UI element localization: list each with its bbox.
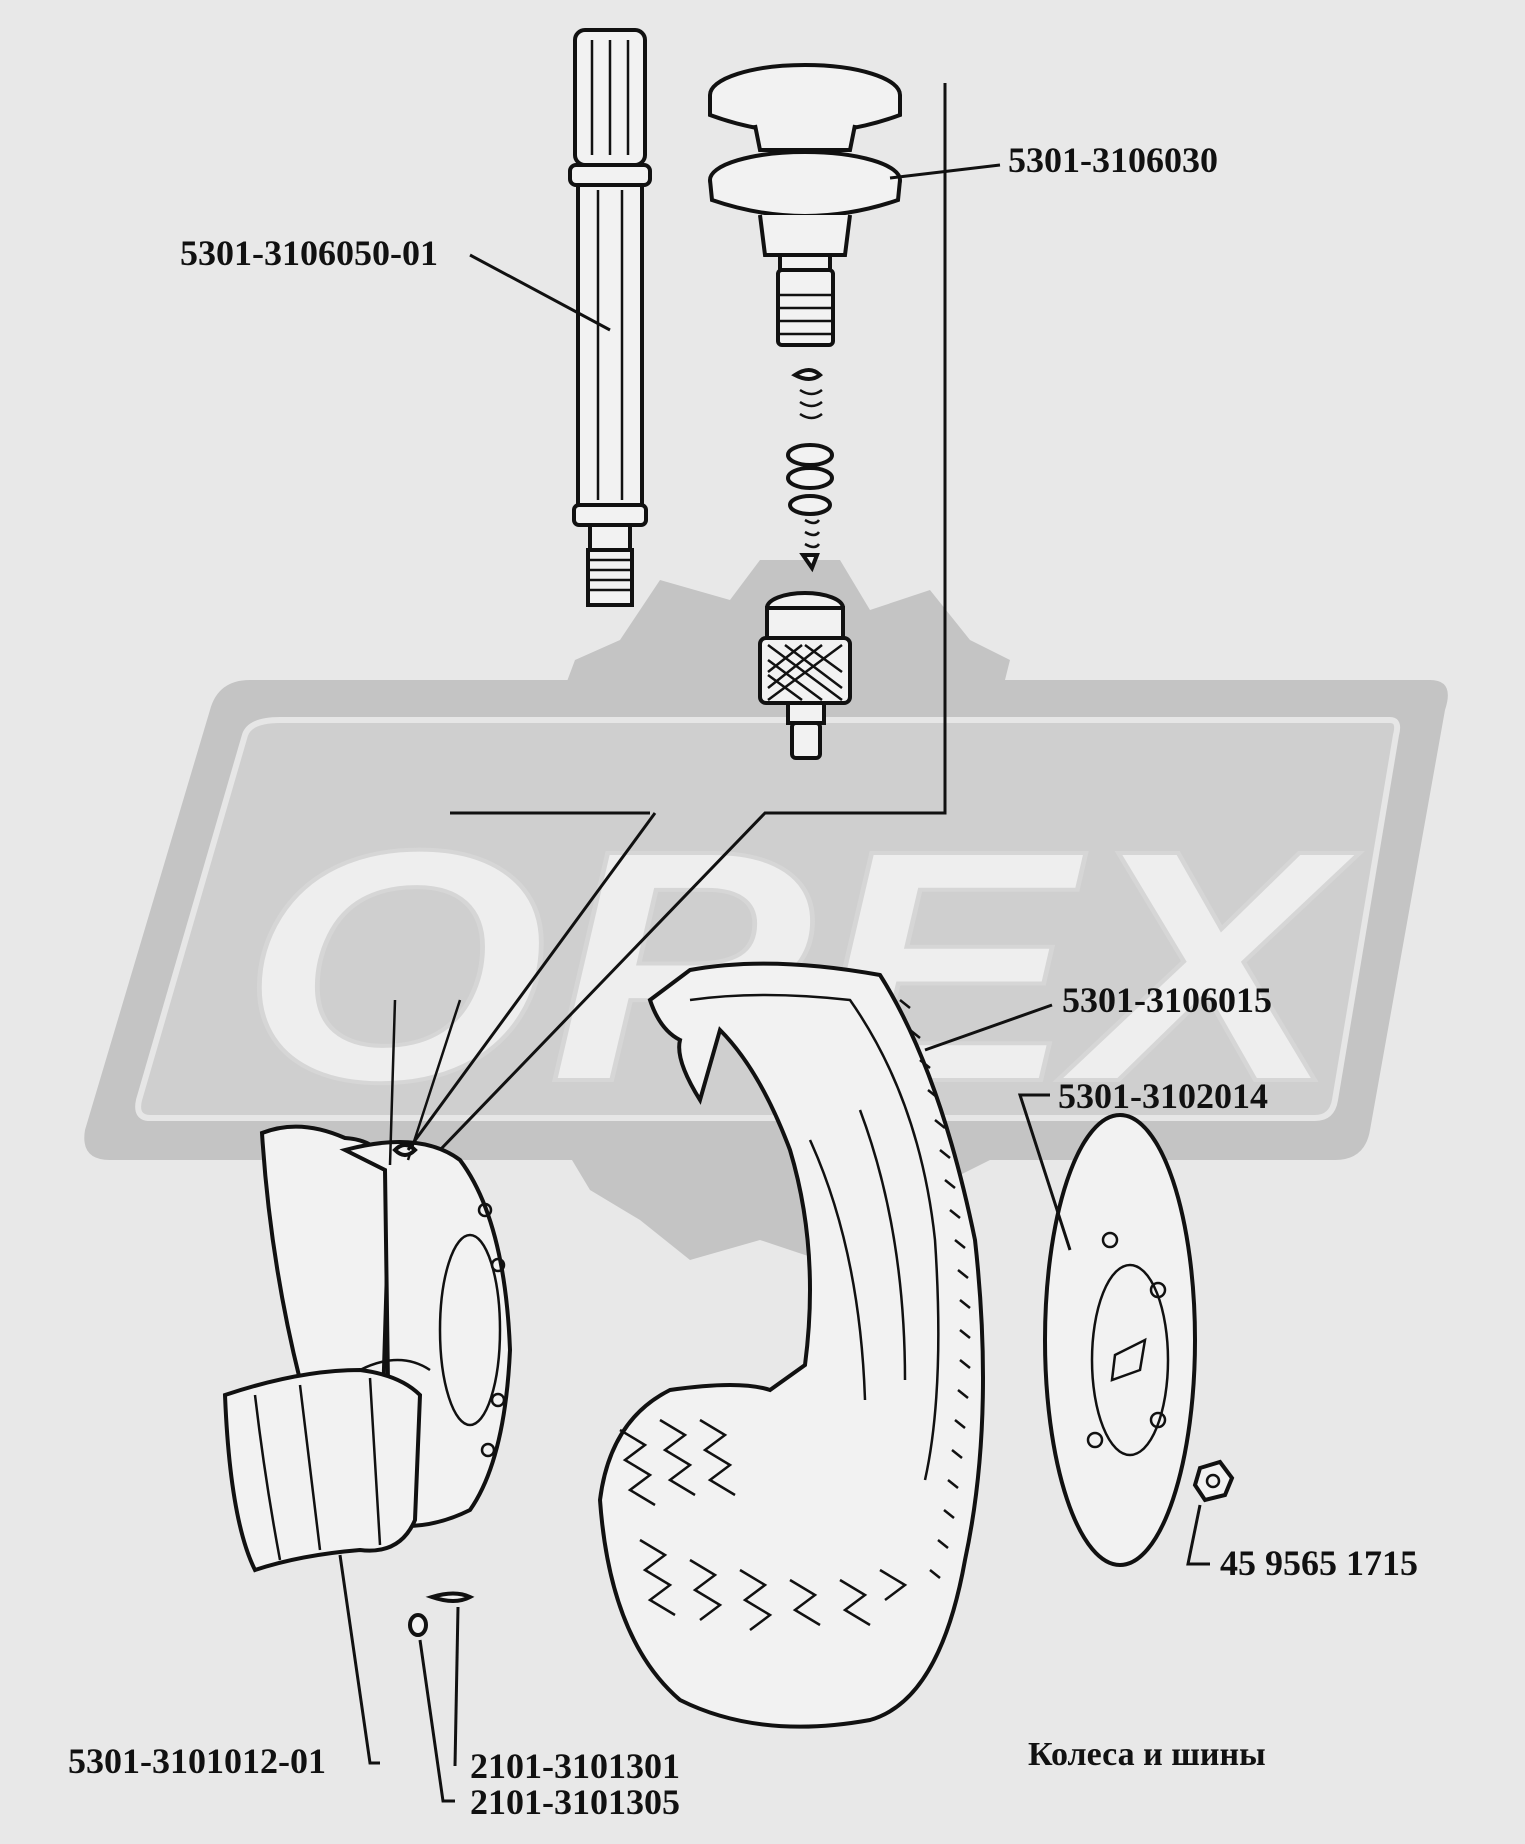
label-hub-cap: 5301-3102014 xyxy=(1058,1076,1268,1116)
label-nut: 45 9565 1715 xyxy=(1220,1543,1418,1583)
watermark: OPEX xyxy=(84,560,1448,1260)
label-valve-stem: 5301-3106050-01 xyxy=(180,233,438,273)
label-part-2101-3101305: 2101-3101305 xyxy=(470,1782,680,1822)
tire xyxy=(597,961,985,1729)
label-tire: 5301-3106015 xyxy=(1062,980,1272,1020)
wheel-nut xyxy=(1192,1459,1235,1503)
valve-body xyxy=(708,63,902,347)
leader-lines xyxy=(338,83,1210,1803)
hub-cap xyxy=(1043,1113,1197,1567)
part-labels: 5301-3106050-01 5301-3106030 5301-310601… xyxy=(68,140,1418,1822)
label-valve-body: 5301-3106030 xyxy=(1008,140,1218,180)
valve-cap xyxy=(758,591,852,760)
label-rim: 5301-3101012-01 xyxy=(68,1741,326,1781)
diagram-caption: Колеса и шины xyxy=(1028,1736,1266,1773)
valve-core xyxy=(786,368,834,573)
small-parts xyxy=(408,1591,475,1637)
rim xyxy=(222,999,513,1573)
label-part-2101-3101301: 2101-3101301 xyxy=(470,1746,680,1786)
valve-stem xyxy=(568,28,652,607)
